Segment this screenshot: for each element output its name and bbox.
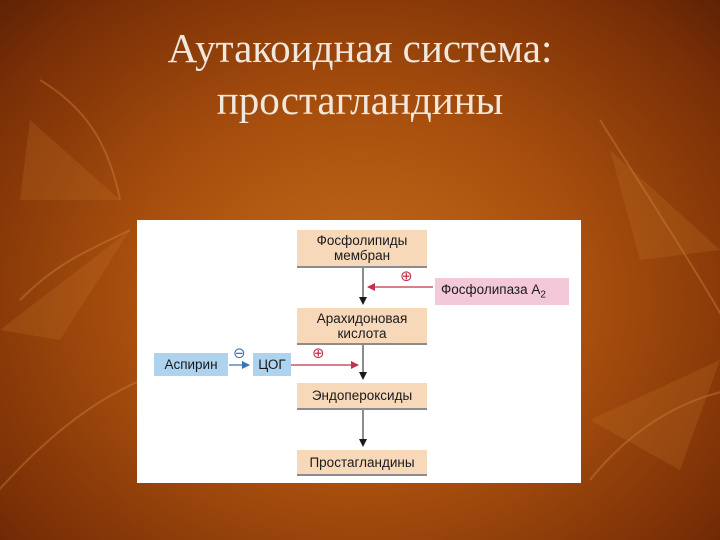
endoperoxides-label: Эндопероксиды <box>311 388 413 403</box>
prostaglandins-box: Простагландины <box>297 450 427 476</box>
arachidonic-acid-box: Арахидоновая кислота <box>297 308 427 345</box>
phospholipase-label: Фосфолипаза A <box>441 282 541 297</box>
cox-plus-sign: ⊕ <box>312 344 325 362</box>
phospholipids-line-2: мембран <box>333 248 391 263</box>
phospholipids-box: Фосфолипиды мембран <box>297 230 427 268</box>
arachidonic-line-2: кислота <box>337 326 387 341</box>
aspirin-label: Аспирин <box>164 357 218 372</box>
aspirin-minus-sign: ⊖ <box>233 344 246 362</box>
aspirin-box: Аспирин <box>154 353 228 376</box>
phospholipase-subscript: 2 <box>540 289 546 301</box>
arachidonic-line-1: Арахидоновая <box>316 311 408 326</box>
prostaglandins-label: Простагландины <box>309 455 415 470</box>
endoperoxides-box: Эндопероксиды <box>297 383 427 410</box>
cox-box: ЦОГ <box>253 353 291 376</box>
cox-label: ЦОГ <box>258 357 286 372</box>
phospholipase-box: Фосфолипаза A2 <box>435 278 569 305</box>
slide-title-line-1: Аутакоидная система: <box>167 25 553 71</box>
pathway-diagram: Фосфолипиды мембран ⊕ Фосфолипаза A2 Ара… <box>137 220 581 483</box>
diagram-arrows <box>229 268 433 447</box>
slide-title: Аутакоидная система: простагландины <box>0 22 720 126</box>
phospholipase-plus-sign: ⊕ <box>400 267 413 285</box>
slide-title-line-2: простагландины <box>216 77 504 123</box>
phospholipids-line-1: Фосфолипиды <box>316 233 408 248</box>
